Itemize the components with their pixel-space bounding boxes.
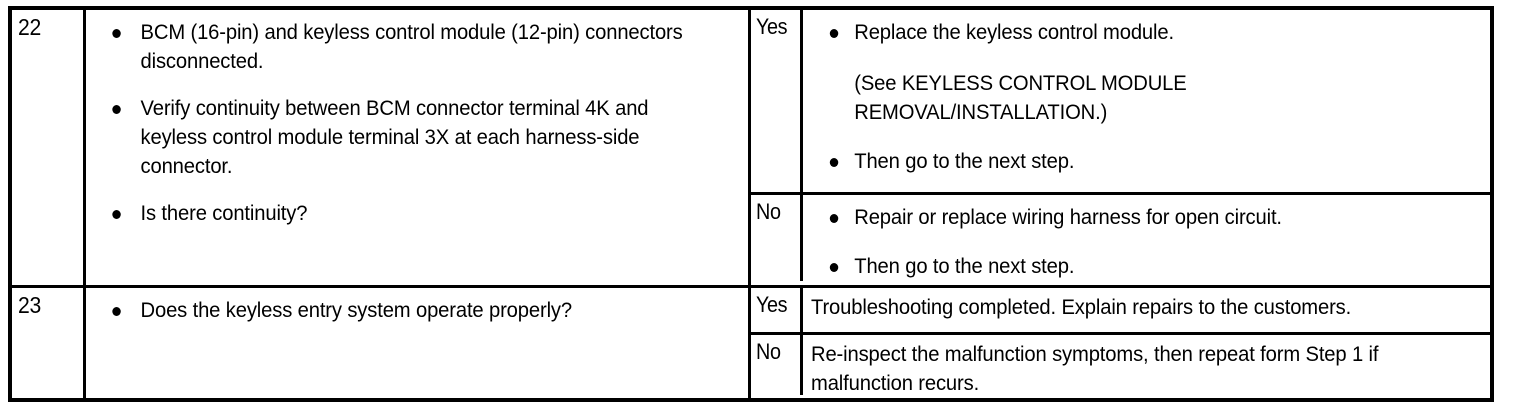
action-text: Re-inspect the malfunction symptoms, the… [811,342,1379,395]
bullet-text: Then go to the next step. [854,254,1075,278]
list-item: BCM (16-pin) and keyless control module … [86,18,701,76]
bullet-icon [829,29,839,38]
result-cell-no: No [751,195,803,281]
troubleshooting-table: 22 BCM (16-pin) and keyless control modu… [8,6,1494,402]
action-bullet-list: Replace the keyless control module. (See… [811,18,1482,176]
result-cell-no: No [751,335,803,395]
inspection-bullet-list: BCM (16-pin) and keyless control module … [86,18,740,228]
bullet-text: Then go to the next step. [854,149,1075,173]
action-text-cell: Troubleshooting completed. Explain repai… [803,288,1490,332]
list-item: Repair or replace wiring harness for ope… [811,203,1442,232]
branch-no: No Re-inspect the malfunction symptoms, … [751,332,1490,395]
bullet-text: Does the keyless entry system operate pr… [140,298,573,322]
inspection-cell: Does the keyless entry system operate pr… [86,288,751,398]
step-number: 22 [18,14,41,40]
bullet-text: Repair or replace wiring harness for ope… [854,205,1282,229]
result-label: No [756,339,781,364]
action-text: Troubleshooting completed. Explain repai… [811,295,1352,319]
bullet-text: BCM (16-pin) and keyless control module … [140,20,683,73]
list-item: Does the keyless entry system operate pr… [86,296,701,325]
result-cell-yes: Yes [751,288,803,332]
table-row: 22 BCM (16-pin) and keyless control modu… [12,10,1490,285]
result-cell-yes: Yes [751,10,803,192]
step-number: 23 [18,292,41,318]
bullet-text: Verify continuity between BCM connector … [140,96,649,178]
step-number-cell: 22 [12,10,86,285]
result-label: Yes [756,292,788,317]
action-cell: Yes Replace the keyless control module. … [751,10,1490,285]
inspection-bullet-list: Does the keyless entry system operate pr… [86,296,740,325]
bullet-text: Is there continuity? [140,201,308,225]
bullet-icon [112,105,121,114]
bullet-icon [829,214,839,223]
result-label: No [756,199,781,224]
list-item: Then go to the next step. [811,252,1442,281]
bullet-icon [112,307,121,316]
action-text-cell: Replace the keyless control module. (See… [803,10,1490,192]
bullet-text: Replace the keyless control module. [854,20,1174,44]
action-bullet-list: Repair or replace wiring harness for ope… [811,203,1482,281]
bullet-icon [829,158,839,167]
branch-yes: Yes Troubleshooting completed. Explain r… [751,288,1490,332]
bullet-icon [112,210,121,219]
list-item: Is there continuity? [86,199,701,228]
inspection-cell: BCM (16-pin) and keyless control module … [86,10,751,285]
table-row: 23 Does the keyless entry system operate… [12,285,1490,398]
bullet-icon [112,29,121,38]
action-text-cell: Re-inspect the malfunction symptoms, the… [803,335,1490,395]
branch-yes: Yes Replace the keyless control module. … [751,10,1490,192]
result-label: Yes [756,14,788,39]
list-item: Verify continuity between BCM connector … [86,94,701,181]
step-number-cell: 23 [12,288,86,398]
action-text-cell: Repair or replace wiring harness for ope… [803,195,1490,281]
bullet-icon [829,263,839,272]
action-cell: Yes Troubleshooting completed. Explain r… [751,288,1490,398]
list-item: Replace the keyless control module. (See… [811,18,1442,127]
reference-note: (See KEYLESS CONTROL MODULE REMOVAL/INST… [854,71,1187,124]
branch-no: No Repair or replace wiring harness for … [751,192,1490,281]
list-item: Then go to the next step. [811,147,1442,176]
